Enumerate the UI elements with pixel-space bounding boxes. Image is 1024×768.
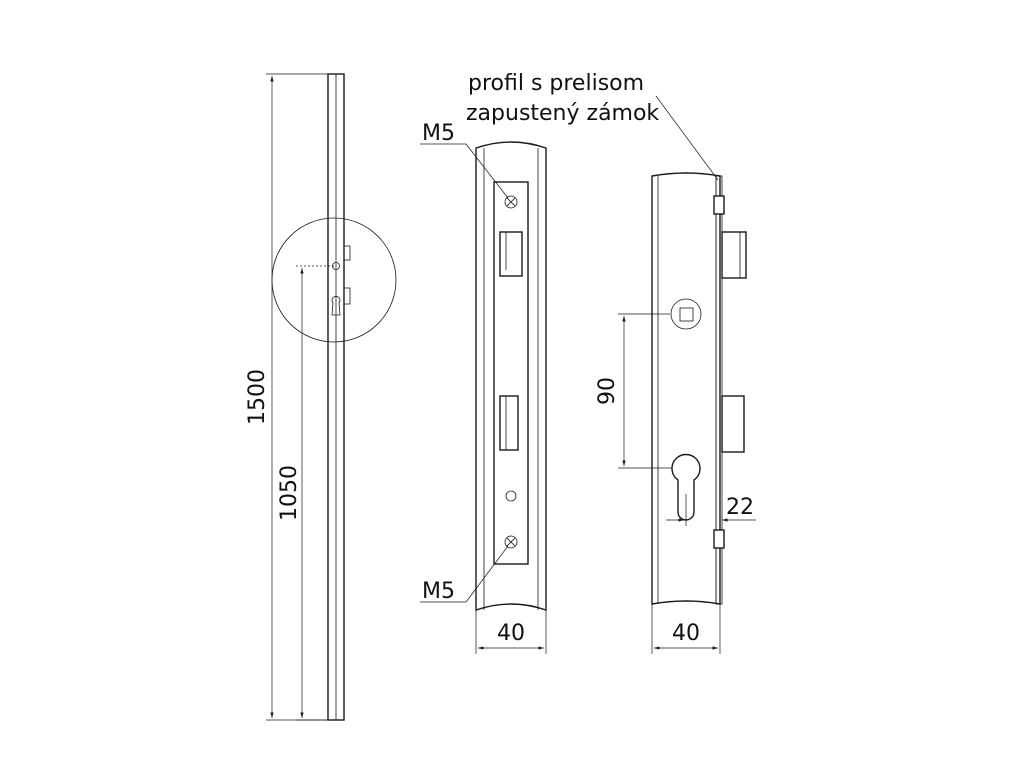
plate-clip-top [713,195,725,215]
side-face-plate [715,175,723,605]
front-view: M5 M5 40 [420,121,547,654]
dim-spacing-label: 90 [595,377,620,405]
cylinder-keyhole [671,453,701,521]
plate-clip-bottom [713,529,725,549]
label-screw-top: M5 [422,121,455,146]
side-view: 90 22 40 profil s prelisom zapustený zám… [466,71,756,654]
latch-bolt [343,245,351,261]
full-profile-view: 1500 1050 [245,73,397,721]
keyhole-small [331,295,341,316]
leader-bottom [465,545,509,603]
side-bolt [721,395,745,453]
face-plate [493,181,529,565]
profile-leader [655,95,719,181]
label-profile-line1: profil s prelisom [468,71,644,96]
screw-top [504,195,518,209]
latch-opening [499,231,523,277]
detail-circle [271,217,397,343]
side-latch [721,231,747,279]
spindle-square [679,307,694,322]
dim-side-width-label: 40 [672,621,700,646]
dim-backset-label: 22 [726,495,754,520]
screw-bottom [504,535,518,549]
front-profile-outline [475,141,547,611]
dim-total-height-label: 1500 [245,369,270,425]
dim-front-width-label: 40 [497,621,525,646]
spindle-circle [670,298,702,330]
dim-handle-height-label: 1050 [277,465,302,521]
small-hole [505,490,517,502]
leader-top [465,143,509,199]
side-profile-outline [651,172,721,605]
label-screw-bottom: M5 [422,579,455,604]
label-profile-line2: zapustený zámok [466,101,659,126]
bolt-opening [499,395,519,451]
dead-bolt [343,287,351,305]
